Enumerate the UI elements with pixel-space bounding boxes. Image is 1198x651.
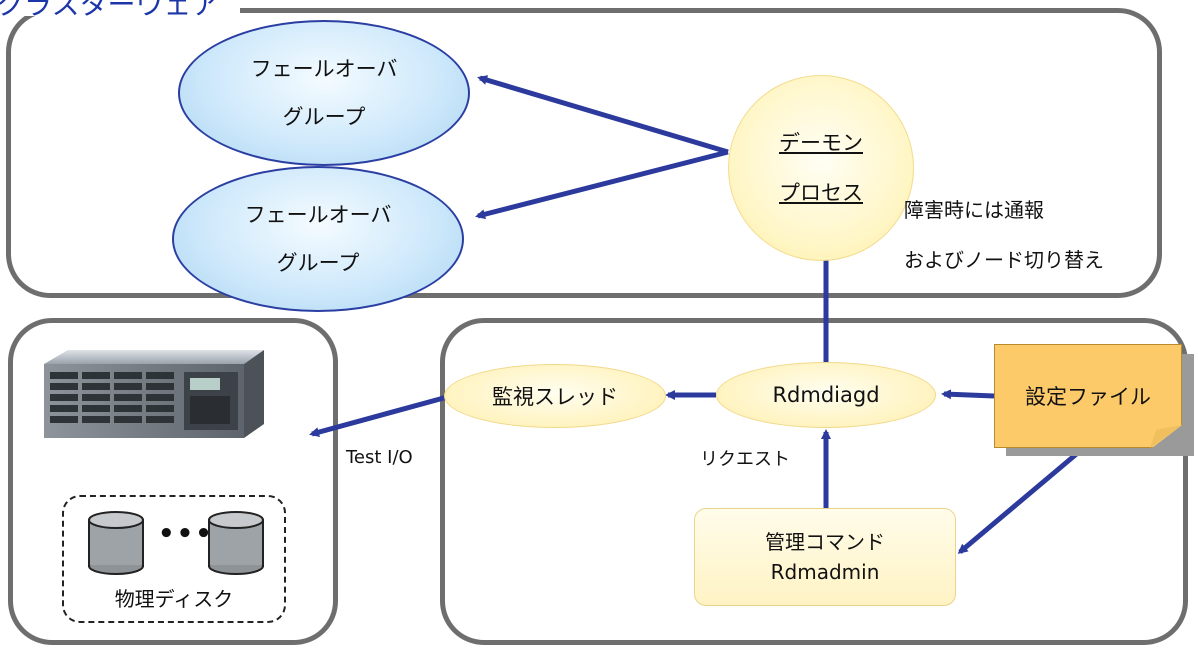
physical-disk-group: ••• 物理ディスク — [62, 495, 286, 623]
arrow-watch-to-disk — [309, 390, 463, 437]
config-file-note: 設定ファイル — [994, 344, 1182, 448]
admin-command-box: 管理コマンド Rdmadmin — [694, 508, 956, 606]
arrow-config-to-command — [957, 444, 1088, 554]
failover-group-2: フェールオーバ グループ — [172, 166, 464, 312]
notification-note-line1: 障害時には通報 — [904, 198, 1044, 222]
disk-ellipsis: ••• — [158, 519, 214, 549]
daemon-line2: プロセス — [779, 181, 863, 205]
failover-group-1: フェールオーバ グループ — [178, 20, 470, 166]
arrow-config-to-rdmdiagd — [941, 389, 995, 400]
test-io-label: Test I/O — [346, 447, 413, 468]
arrow-daemon-to-group1 — [477, 75, 729, 155]
failover-group-2-line1: フェールオーバ — [244, 203, 392, 227]
notification-note-line2: およびノード切り替え — [904, 248, 1104, 272]
arrow-daemon-to-group2 — [475, 149, 729, 220]
storage-server-icon — [44, 350, 264, 438]
clusterware-title-tab: クラスターウェア — [0, 0, 240, 16]
rdmdiagd-label: Rdmdiagd — [772, 383, 880, 407]
failover-group-1-line2: グループ — [282, 105, 366, 129]
daemon-line1: デーモン — [779, 131, 863, 155]
disk-cylinder-icon — [208, 511, 264, 575]
config-file-label: 設定ファイル — [1025, 385, 1151, 409]
watch-thread: 監視スレッド — [444, 364, 666, 428]
watch-thread-label: 監視スレッド — [492, 385, 618, 409]
clusterware-title: クラスターウェア — [0, 0, 219, 16]
failover-group-2-line2: グループ — [276, 251, 360, 275]
request-label: リクエスト — [700, 449, 790, 470]
admin-command-line2: Rdmadmin — [770, 560, 880, 584]
daemon-process: デーモン プロセス — [728, 75, 914, 261]
rdmdiagd-node: Rdmdiagd — [716, 362, 936, 428]
disk-cylinder-icon — [88, 511, 144, 575]
physical-disk-caption: 物理ディスク — [114, 587, 234, 611]
failover-group-1-line1: フェールオーバ — [250, 57, 398, 81]
admin-command-line1: 管理コマンド — [765, 530, 885, 554]
